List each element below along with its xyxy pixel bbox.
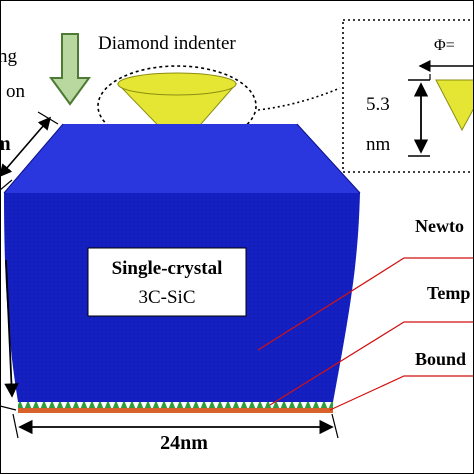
layer-label-newtonian: Newto bbox=[415, 216, 464, 236]
depth-axis-arrow bbox=[0, 116, 52, 178]
width-right-tick bbox=[331, 413, 339, 439]
thermostat-layer bbox=[18, 402, 333, 408]
loading-label-bottom: on bbox=[6, 81, 26, 102]
down-arrow-icon bbox=[49, 33, 91, 106]
indenter-zoom-cone bbox=[435, 79, 474, 132]
depth-axis-tick-2 bbox=[0, 179, 13, 191]
boundary-layer bbox=[18, 408, 333, 413]
depth-value: 5.3 bbox=[366, 94, 390, 115]
indenter-label: Diamond indenter bbox=[98, 33, 236, 54]
zoom-connector-line bbox=[257, 87, 341, 111]
specimen-label-line2: 3C-SiC bbox=[138, 287, 195, 308]
height-axis-tick bbox=[0, 405, 17, 411]
height-axis-arrow bbox=[4, 259, 19, 398]
depth-unit: nm bbox=[366, 134, 391, 155]
layer-label-thermostat: Temp bbox=[427, 283, 470, 303]
leader-thermostat bbox=[269, 321, 474, 406]
indenter-highlight-ellipse bbox=[97, 65, 257, 147]
leader-boundary bbox=[329, 375, 474, 411]
specimen-label-box bbox=[87, 247, 247, 317]
specimen-label-line1: Single-crystal bbox=[112, 258, 223, 279]
diamond-indenter bbox=[116, 72, 238, 149]
loading-label-top: ng bbox=[0, 46, 18, 67]
layer-leader-lines bbox=[257, 257, 474, 411]
width-left-tick bbox=[12, 413, 19, 439]
layer-label-boundary: Bound bbox=[415, 349, 466, 369]
phi-label: Φ= bbox=[434, 37, 455, 54]
width-label: 24nm bbox=[160, 432, 208, 454]
leader-newtonian bbox=[257, 257, 474, 351]
left-dimension-label: m bbox=[0, 133, 11, 155]
depth-axis-tick bbox=[37, 111, 59, 125]
